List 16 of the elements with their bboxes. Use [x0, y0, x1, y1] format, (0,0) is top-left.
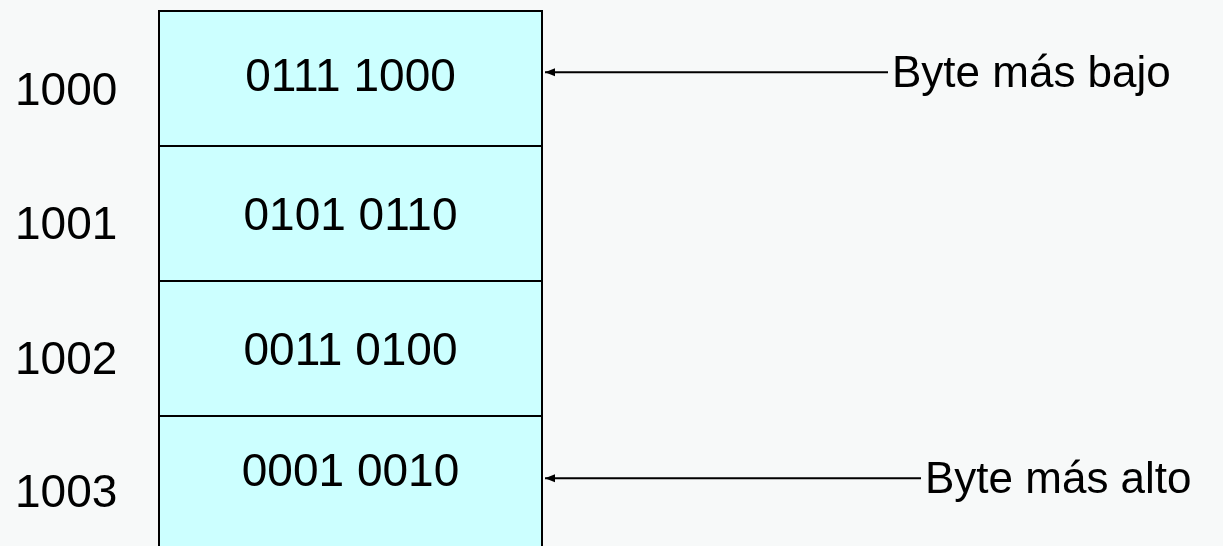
byte-note: Byte más alto — [925, 454, 1192, 503]
arrow — [544, 68, 889, 77]
memory-address: 1001 — [15, 198, 118, 249]
memory-address: 1000 — [15, 64, 118, 115]
byte-note: Byte más bajo — [892, 48, 1171, 97]
byte-value: 0111 1000 — [245, 47, 456, 102]
memory-cell — [158, 280, 543, 417]
memory-address: 1003 — [15, 466, 118, 517]
arrow — [544, 474, 922, 483]
memory-address: 1002 — [15, 333, 118, 384]
byte-value: 0011 0100 — [243, 321, 458, 376]
memory-cell — [158, 10, 543, 147]
memory-cell — [158, 415, 543, 546]
byte-value: 0101 0110 — [243, 186, 458, 241]
memory-cell — [158, 145, 543, 282]
byte-value: 0001 0010 — [241, 443, 460, 497]
